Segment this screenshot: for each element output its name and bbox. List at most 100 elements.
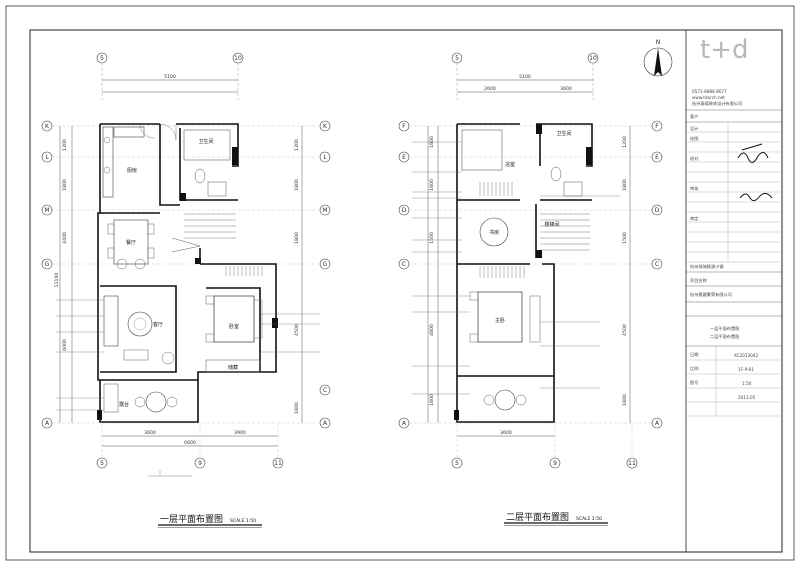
plan2-room-wc: 卫生间	[556, 130, 571, 137]
date-value: 2013.05	[738, 395, 756, 400]
svg-text:5: 5	[100, 460, 104, 467]
svg-text:M: M	[44, 207, 49, 214]
svg-text:F: F	[655, 123, 659, 130]
plan1-scale: SCALE 1:50	[230, 518, 256, 524]
svg-text:2600: 2600	[484, 86, 496, 92]
svg-text:11100: 11100	[54, 273, 60, 288]
svg-text:4500: 4500	[294, 324, 300, 336]
logo: t+d	[700, 35, 748, 65]
svg-text:E: E	[655, 154, 659, 161]
plan2-right-axes: F E D C A	[651, 120, 663, 429]
sheet-border	[5, 5, 795, 561]
plan2-left-axes: F E D C A	[398, 120, 410, 429]
axis-top1-b: 10	[234, 55, 242, 62]
plan1-bottom-dim-total: 6600	[184, 440, 196, 446]
plan1-room-storage: 储藏	[228, 364, 238, 371]
svg-text:N: N	[656, 39, 661, 46]
plan-2: 5 10 5100 2600 3600 F E D C A 1800 1800 …	[398, 52, 663, 526]
svg-text:1500: 1500	[622, 232, 628, 244]
svg-text:10: 10	[589, 55, 597, 62]
drawing-number: XC2013042	[734, 353, 758, 358]
svg-text:4500: 4500	[622, 324, 628, 336]
plan1-bottom-dim-a: 3600	[144, 430, 156, 436]
plan2-bottom-dim: 3600	[500, 430, 512, 436]
svg-text:5: 5	[455, 460, 459, 467]
svg-text:4800: 4800	[429, 324, 435, 336]
sheet-number: 1F-P-01	[738, 367, 754, 372]
svg-text:杭州晨晨繁荣有限公司: 杭州晨晨繁荣有限公司	[690, 291, 732, 298]
svg-text:L: L	[45, 154, 49, 161]
plan1-walls	[97, 123, 277, 423]
plan2-scale: SCALE 1:50	[576, 516, 602, 522]
svg-text:1800: 1800	[62, 179, 68, 191]
svg-text:9: 9	[553, 460, 557, 467]
plan2-room-master: 主卧	[495, 317, 505, 324]
svg-text:1800: 1800	[294, 232, 300, 244]
svg-text:设计: 设计	[690, 125, 698, 132]
plan1-room-bedroom: 卧室	[229, 323, 239, 330]
svg-text:1500: 1500	[429, 232, 435, 244]
svg-text:审核: 审核	[690, 185, 699, 192]
plan1-room-wc: 卫生间	[198, 138, 213, 145]
svg-text:1200: 1200	[294, 139, 300, 151]
svg-text:1800: 1800	[294, 402, 300, 414]
axis-top1-a: 5	[100, 55, 104, 62]
svg-text:M: M	[322, 207, 327, 214]
svg-text:C: C	[323, 387, 327, 394]
svg-text:11: 11	[628, 460, 636, 467]
plan1-top-dim: 5100	[164, 74, 176, 80]
svg-text:A: A	[655, 420, 660, 427]
svg-text:9: 9	[198, 460, 202, 467]
svg-text:1800: 1800	[622, 179, 628, 191]
svg-text:D: D	[402, 207, 407, 214]
svg-text:K: K	[323, 123, 328, 130]
plan1-right-axes: K L M G C A	[319, 120, 331, 429]
svg-text:1800: 1800	[622, 394, 628, 406]
svg-text:1800: 1800	[429, 394, 435, 406]
plan2-walls	[456, 123, 593, 423]
plan1-room-kitchen: 厨房	[127, 167, 137, 174]
plan2-title: 二层平面布置图	[506, 511, 569, 523]
plan2-top-dim: 5100	[519, 74, 531, 80]
plan2-room-bath: 浴室	[505, 161, 515, 168]
plan1-room-living: 客厅	[153, 321, 163, 328]
plan2-room-study: 书房	[489, 229, 499, 236]
svg-text:D: D	[655, 207, 660, 214]
svg-text:比例: 比例	[690, 365, 698, 372]
svg-text:一层平面布置图: 一层平面布置图	[710, 325, 739, 332]
drawing-frame	[29, 29, 783, 553]
scale-value: 1:50	[742, 381, 752, 386]
svg-text:G: G	[45, 261, 50, 268]
svg-text:二层平面布置图: 二层平面布置图	[710, 333, 739, 340]
svg-text:2400: 2400	[62, 232, 68, 244]
svg-text:1800: 1800	[429, 179, 435, 191]
svg-text:G: G	[323, 261, 328, 268]
svg-text:11: 11	[274, 460, 282, 467]
plan1-bottom-dim-b: 3900	[234, 430, 246, 436]
plan1-left-axes: K L M G A	[41, 120, 53, 429]
svg-text:校对: 校对	[690, 155, 698, 162]
svg-text:K: K	[45, 123, 50, 130]
svg-text:1200: 1200	[62, 139, 68, 151]
svg-text:杭州泰德装饰设计有限公司: 杭州泰德装饰设计有限公司	[692, 100, 742, 107]
plan-1: 5 10 5100 K L M G A 1200 1800 2400 6000 …	[41, 52, 331, 528]
svg-text:审定: 审定	[690, 215, 698, 222]
plan1-room-dining: 餐厅	[126, 239, 136, 246]
svg-text:项目名称: 项目名称	[690, 277, 707, 284]
svg-text:5: 5	[455, 55, 459, 62]
svg-text:E: E	[402, 154, 406, 161]
svg-text:1800: 1800	[294, 179, 300, 191]
svg-text:日期: 日期	[690, 352, 698, 358]
svg-text:3600: 3600	[560, 86, 572, 92]
svg-text:绘图: 绘图	[690, 135, 698, 142]
svg-text:A: A	[323, 420, 328, 427]
title-block: t+d 0571-8888 8677 www.tdarch.net 杭州泰德装饰…	[685, 30, 782, 552]
svg-text:L: L	[323, 154, 327, 161]
svg-text:A: A	[45, 420, 50, 427]
svg-text:图号: 图号	[690, 380, 698, 386]
svg-text:A: A	[402, 420, 407, 427]
svg-text:1200: 1200	[622, 136, 628, 148]
svg-text:客户: 客户	[690, 113, 698, 120]
svg-text:杭州绿城桃源小镇: 杭州绿城桃源小镇	[690, 263, 724, 270]
